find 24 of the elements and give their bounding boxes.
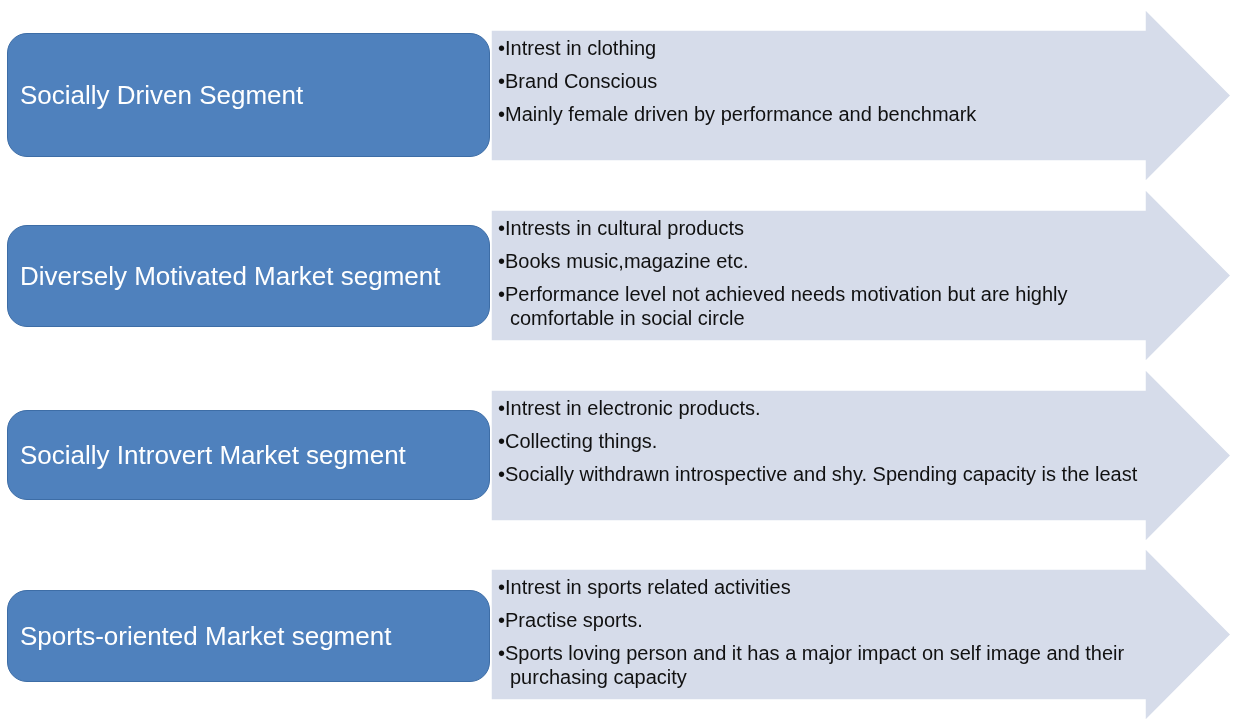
bullet-text: •Mainly female driven by performance and benchmark <box>498 102 978 126</box>
segment-title: Diversely Motivated Market segment <box>20 260 441 293</box>
segment-title: Socially Driven Segment <box>20 79 304 112</box>
segment-title: Socially Introvert Market segment <box>20 439 406 472</box>
bullet-text: •Intrests in cultural products <box>498 216 745 240</box>
arrow-shape <box>490 188 1232 363</box>
arrow-shape <box>490 547 1232 722</box>
bullet-text: •Socially withdrawn introspective and shy. Spending capacity is the least <box>498 462 1139 486</box>
bullet-text: •Intrest in electronic products. <box>498 396 762 420</box>
bullet-text: •Performance level not achieved needs motivation but are highly comfortable in social circle <box>498 282 1069 330</box>
segment-box <box>7 225 490 327</box>
segment-title: Sports-oriented Market segment <box>20 620 392 653</box>
bullet-text: •Sports loving person and it has a major impact on self image and their purchasing capacity <box>498 641 1126 689</box>
bullet-text: •Intrest in sports related activities <box>498 575 792 599</box>
arrow-shape <box>490 368 1232 543</box>
bullet-text: •Collecting things. <box>498 429 659 453</box>
bullet-text: •Intrest in clothing <box>498 36 658 60</box>
bullet-text: •Brand Conscious <box>498 69 659 93</box>
segment-box <box>7 590 490 682</box>
segment-box <box>7 410 490 500</box>
bullet-text: •Books music,magazine etc. <box>498 249 750 273</box>
segment-box <box>7 33 490 157</box>
arrow-shape <box>490 8 1232 183</box>
bullet-text: •Practise sports. <box>498 608 644 632</box>
